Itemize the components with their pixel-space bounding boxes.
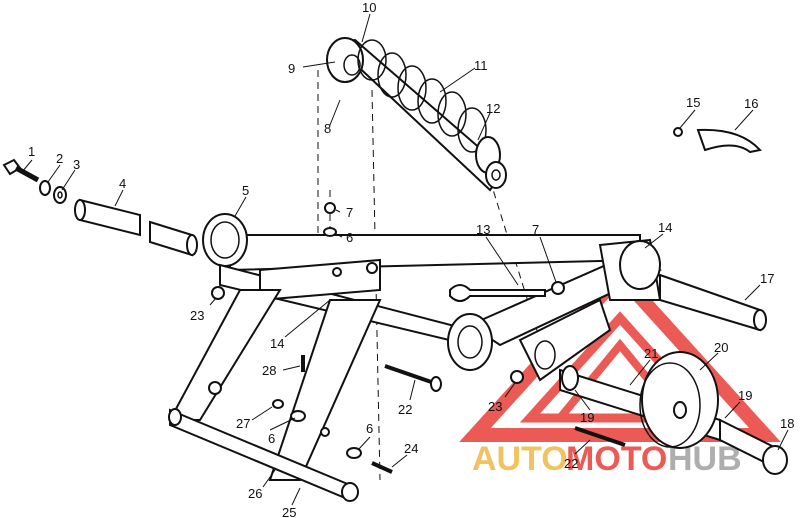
callout-25: 25 [282, 505, 296, 518]
nut-7-upper [324, 202, 336, 214]
callout-13: 13 [476, 222, 490, 237]
callout-20: 20 [714, 340, 728, 355]
callout-18: 18 [780, 416, 794, 431]
callout-4: 4 [119, 176, 126, 191]
bushing-18 [762, 445, 788, 475]
shock-absorber [326, 37, 507, 192]
callout-11: 11 [474, 58, 488, 73]
rear-a-arm [447, 238, 767, 382]
callout-27: 27 [236, 416, 250, 431]
watermark-moto: MOTO [566, 440, 667, 478]
nut-23-left [211, 286, 225, 300]
callout-9: 9 [288, 61, 295, 76]
callout-8: 8 [324, 121, 331, 136]
callout-7-upper: 7 [346, 205, 353, 220]
shock-spring [377, 52, 407, 98]
washer-3 [53, 186, 67, 204]
callout-2: 2 [56, 151, 63, 166]
cap-16 [696, 128, 762, 154]
shock-lower-eye [485, 161, 507, 189]
lower-pivot-tube [447, 313, 493, 371]
callout-6-mid: 6 [268, 431, 275, 446]
callout-3: 3 [73, 157, 80, 172]
washer-6-lower [346, 447, 362, 459]
spacer-19 [561, 365, 579, 391]
washer-6-mid [290, 410, 306, 422]
callout-10: 10 [362, 0, 376, 15]
callout-15: 15 [686, 95, 700, 110]
idler-wheel [559, 351, 788, 475]
washer-2 [39, 180, 51, 196]
callout-23-left: 23 [190, 308, 204, 323]
callout-17: 17 [760, 271, 774, 286]
callout-22-right: 22 [564, 456, 578, 471]
bolt-22-right [574, 426, 626, 447]
hardware [211, 127, 762, 474]
callout-26: 26 [248, 486, 262, 501]
callout-19-left: 19 [580, 410, 594, 425]
callout-14-right: 14 [658, 220, 672, 235]
callout-12: 12 [486, 101, 500, 116]
link-plate-left [168, 289, 282, 421]
callout-numbers: 1 2 3 4 5 6 6 6 7 7 8 9 10 11 12 13 14 1… [28, 0, 794, 518]
callout-1: 1 [28, 144, 35, 159]
callout-7-right: 7 [532, 222, 539, 237]
washer-6-upper [323, 227, 337, 237]
screw-15 [673, 127, 683, 137]
callout-14-left: 14 [270, 336, 284, 351]
wheel-20 [641, 351, 719, 449]
leader-lines [21, 13, 789, 506]
callout-5: 5 [242, 183, 249, 198]
shaft-4 [79, 198, 141, 237]
callout-19-right: 19 [738, 388, 752, 403]
washer-27 [272, 399, 284, 409]
left-bolt-stack [2, 158, 198, 257]
lower-linkage [168, 289, 382, 502]
callout-22-left: 22 [398, 402, 412, 417]
axle-17 [659, 273, 761, 332]
callout-24: 24 [404, 441, 418, 456]
callout-16: 16 [744, 96, 758, 111]
callout-6-upper: 6 [346, 230, 353, 245]
watermark-auto: AUTO [472, 440, 568, 478]
callout-6-lower: 6 [366, 421, 373, 436]
nut-7-right [551, 281, 565, 295]
callout-23-right: 23 [488, 399, 502, 414]
bolt-24 [371, 461, 393, 474]
bolt-13 [449, 284, 546, 302]
callout-28: 28 [262, 363, 276, 378]
link-plate-right [268, 299, 382, 481]
callout-21: 21 [644, 346, 658, 361]
nut-23-right [510, 370, 524, 384]
